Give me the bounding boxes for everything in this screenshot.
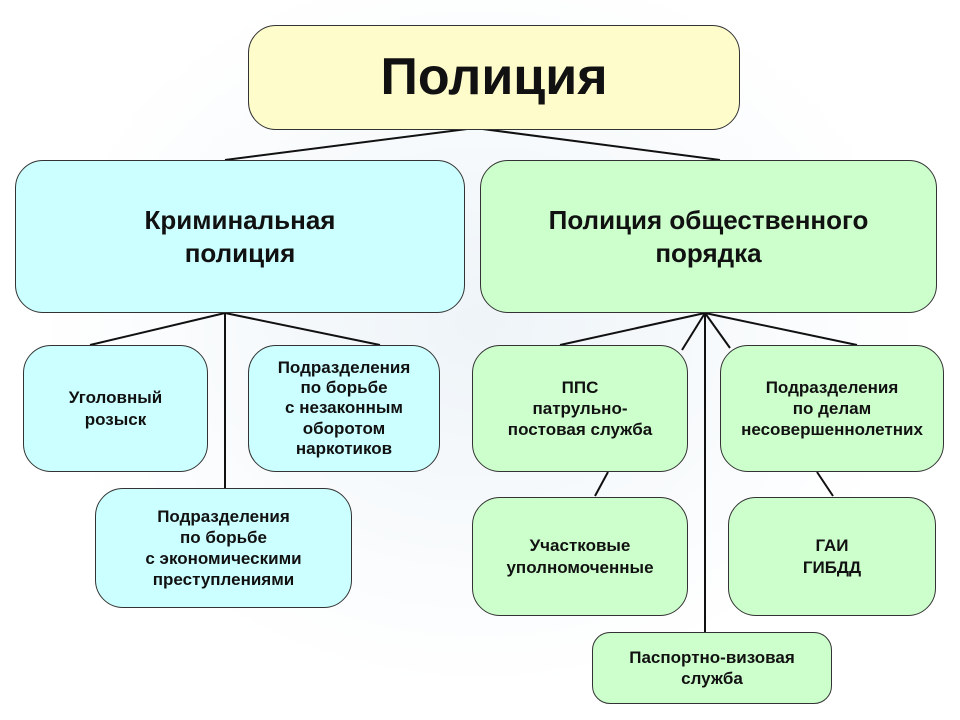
traffic-police: ГАИ ГИБДД [728,497,936,616]
district-officers: Участковые уполномоченные [472,497,688,616]
patrol-service: ППС патрульно- постовая служба [472,345,688,472]
connector [474,127,721,161]
connector [681,312,706,351]
connector [224,312,381,346]
connector [594,471,609,497]
connector [704,312,858,346]
narcotics-unit: Подразделения по борьбе с незаконным обо… [248,345,440,472]
economic-crimes-unit: Подразделения по борьбе с экономическими… [95,488,352,608]
public-order-police: Полиция общественного порядка [480,160,937,313]
root-police: Полиция [248,25,740,130]
criminal-police: Криминальная полиция [15,160,465,313]
connector [559,312,706,346]
connector [89,312,226,346]
criminal-investigation: Уголовный розыск [23,345,208,472]
connector [816,471,834,497]
connector [224,127,476,161]
juvenile-affairs-unit: Подразделения по делам несовершеннолетни… [720,345,944,472]
passport-visa-service: Паспортно-визовая служба [592,632,832,704]
connector [704,312,731,349]
